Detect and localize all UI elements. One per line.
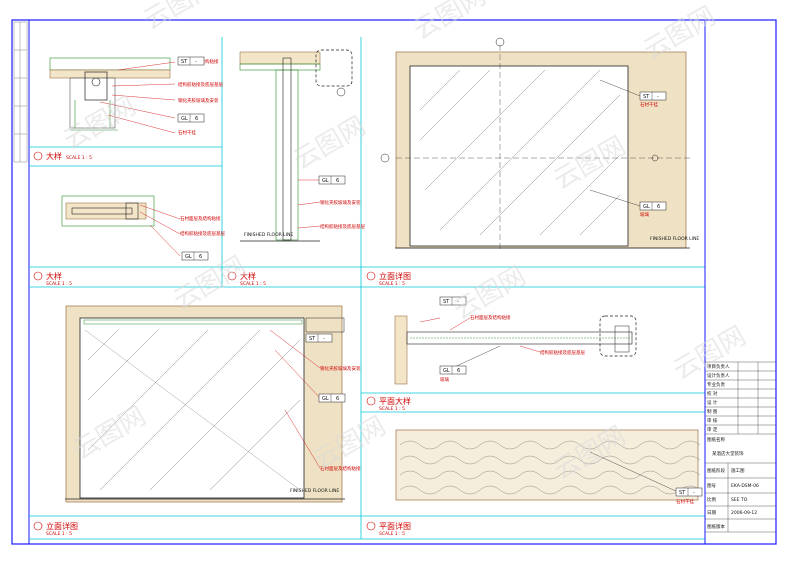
tb-row-1: 项目负责人 xyxy=(707,363,730,370)
tb-no-value: EKA-DSM-06 xyxy=(731,483,759,489)
note-a3: 钢化夹胶玻璃及安装 xyxy=(178,97,219,104)
watermark-1: 云图网 xyxy=(139,0,222,36)
tag-gl-p1-num: 6 xyxy=(457,368,460,374)
tb-scale-value: SEE TO xyxy=(731,497,748,503)
tag-st-e2: ST - xyxy=(305,333,333,343)
tb-row-5: 设 计 xyxy=(707,399,718,406)
tag-gl-b-code: GL xyxy=(185,254,192,260)
ffl-e2: FINISHED FLOOR LINE xyxy=(290,488,339,494)
tb-stage-label: 图纸阶段 xyxy=(707,467,725,474)
detail-a-title: 大样 xyxy=(46,151,62,161)
tag-gl-e1-num: 6 xyxy=(657,204,660,210)
note-a2: 结构胶粘接及底层基层 xyxy=(178,81,223,88)
note-e3: 钢化夹胶玻璃及安装 xyxy=(320,365,361,372)
tb-no-label: 图号 xyxy=(707,483,716,489)
tag-st-p2-code: ST xyxy=(679,490,686,496)
tb-rev-label: 图纸版本 xyxy=(707,523,725,530)
tb-row-2: 设计负责人 xyxy=(707,372,730,379)
plan-detail-scale: SCALE 1 : 5 xyxy=(379,406,405,412)
tb-row-3: 专业负责 xyxy=(707,381,725,388)
tag-gl-a-num: 6 xyxy=(195,116,198,122)
binding-margin xyxy=(13,21,28,163)
tag-gl-c-num: 6 xyxy=(336,178,339,184)
plan-elevation-scale: SCALE 1 : 5 xyxy=(379,531,405,537)
panel-grid xyxy=(29,37,705,540)
tb-date-value: 2006-09-12 xyxy=(731,510,757,516)
tag-st-p1-code: ST xyxy=(443,299,450,305)
tag-gl-c: GL 6 xyxy=(318,175,346,185)
tag-gl-e1-code: GL xyxy=(643,204,650,210)
tb-row-4: 校 对 xyxy=(707,390,718,397)
ffl-e1: FINISHED FLOOR LINE xyxy=(650,236,699,242)
tag-gl-a-code: GL xyxy=(181,116,188,122)
note-b2: 结构胶粘接及底层基层 xyxy=(180,230,225,237)
tb-project-label: 图纸名称 xyxy=(707,436,725,443)
tag-st-e1: ST - xyxy=(639,91,667,101)
note-b1: 石材面层及结构粘接 xyxy=(180,215,221,222)
tag-st-e2-code: ST xyxy=(309,336,316,342)
plan-elevation-drawing xyxy=(395,429,701,501)
note-p2: 结构胶粘接及底层基层 xyxy=(540,349,585,356)
note-c1: 钢化夹胶玻璃及安装 xyxy=(320,199,361,206)
watermark-2: 云图网 xyxy=(409,0,492,46)
tb-row-8: 审 定 xyxy=(707,426,718,433)
tb-stage-value: 施工图 xyxy=(731,467,745,474)
detail-a-scale: SCALE 1 : 5 xyxy=(66,155,92,161)
tag-st-p2: ST - xyxy=(675,487,703,497)
elevation-bottom-title: 立面详图 xyxy=(46,521,78,531)
tag-st-p2-num: - xyxy=(693,490,695,496)
elevation-top-title: 立面详图 xyxy=(379,271,411,281)
tag-st-a-num: - xyxy=(195,59,197,65)
detail-a-drawing xyxy=(49,57,176,134)
detail-c-scale: SCALE 1 : 5 xyxy=(240,281,266,287)
ffl-c: FINISHED FLOOR LINE xyxy=(244,232,293,238)
tag-gl-p1-code: GL xyxy=(443,368,450,374)
tag-gl-e2-code: GL xyxy=(322,396,329,402)
tb-date-label: 日期 xyxy=(707,510,716,516)
elevation-top-drawing xyxy=(380,37,690,250)
tag-st-e2-num: - xyxy=(323,336,325,342)
tag-st-p1: ST - xyxy=(439,296,467,306)
tag-gl-p1: GL 6 xyxy=(439,365,467,375)
note-p3: 玻璃 xyxy=(440,376,449,383)
watermark-5: 云图网 xyxy=(289,111,372,176)
tb-scale-label: 比例 xyxy=(707,496,716,503)
note-e4: 石材面层及结构粘接 xyxy=(320,465,361,472)
detail-c-title: 大样 xyxy=(240,271,256,281)
detail-b-title: 大样 xyxy=(46,271,62,281)
tag-st-e1-num: - xyxy=(657,94,659,100)
note-e2: 玻璃 xyxy=(640,211,649,218)
tag-gl-a: GL 6 xyxy=(177,113,205,123)
tag-gl-c-code: GL xyxy=(322,178,329,184)
note-p1: 石材面层及结构粘接 xyxy=(470,314,511,321)
plan-elevation-title: 平面详图 xyxy=(379,521,411,531)
note-c2: 结构胶粘接及底层基层 xyxy=(320,223,365,230)
plan-detail-title: 平面大样 xyxy=(379,396,411,406)
elevation-bottom-drawing xyxy=(65,305,345,503)
tb-row-6: 制 图 xyxy=(707,408,718,415)
tag-gl-e2: GL 6 xyxy=(318,393,346,403)
tb-row-7: 审 核 xyxy=(707,417,718,424)
detail-c-drawing xyxy=(239,49,353,242)
tag-st-a-code: ST xyxy=(181,59,188,65)
tag-st-a: ST - xyxy=(177,56,205,66)
watermark-4: 云图网 xyxy=(59,91,142,156)
tag-gl-e2-num: 6 xyxy=(336,396,339,402)
tag-st-e1-code: ST xyxy=(643,94,650,100)
detail-b-drawing xyxy=(61,195,181,257)
tag-gl-b: GL 6 xyxy=(181,251,209,261)
note-p4: 石材干挂 xyxy=(676,498,694,505)
plan-detail-drawing xyxy=(394,315,637,385)
tag-st-p1-num: - xyxy=(457,299,459,305)
note-a4: 石材干挂 xyxy=(178,129,196,136)
elevation-top-scale: SCALE 1 : 5 xyxy=(379,281,405,287)
tag-gl-b-num: 6 xyxy=(199,254,202,260)
title-block xyxy=(704,19,777,545)
tag-gl-e1: GL 6 xyxy=(639,201,667,211)
elevation-bottom-scale: SCALE 1 : 5 xyxy=(46,531,72,537)
note-e1: 石材干挂 xyxy=(640,101,658,108)
detail-b-scale: SCALE 1 : 5 xyxy=(46,281,72,287)
tb-drawing-name: 某酒店大堂装饰 xyxy=(712,450,744,457)
